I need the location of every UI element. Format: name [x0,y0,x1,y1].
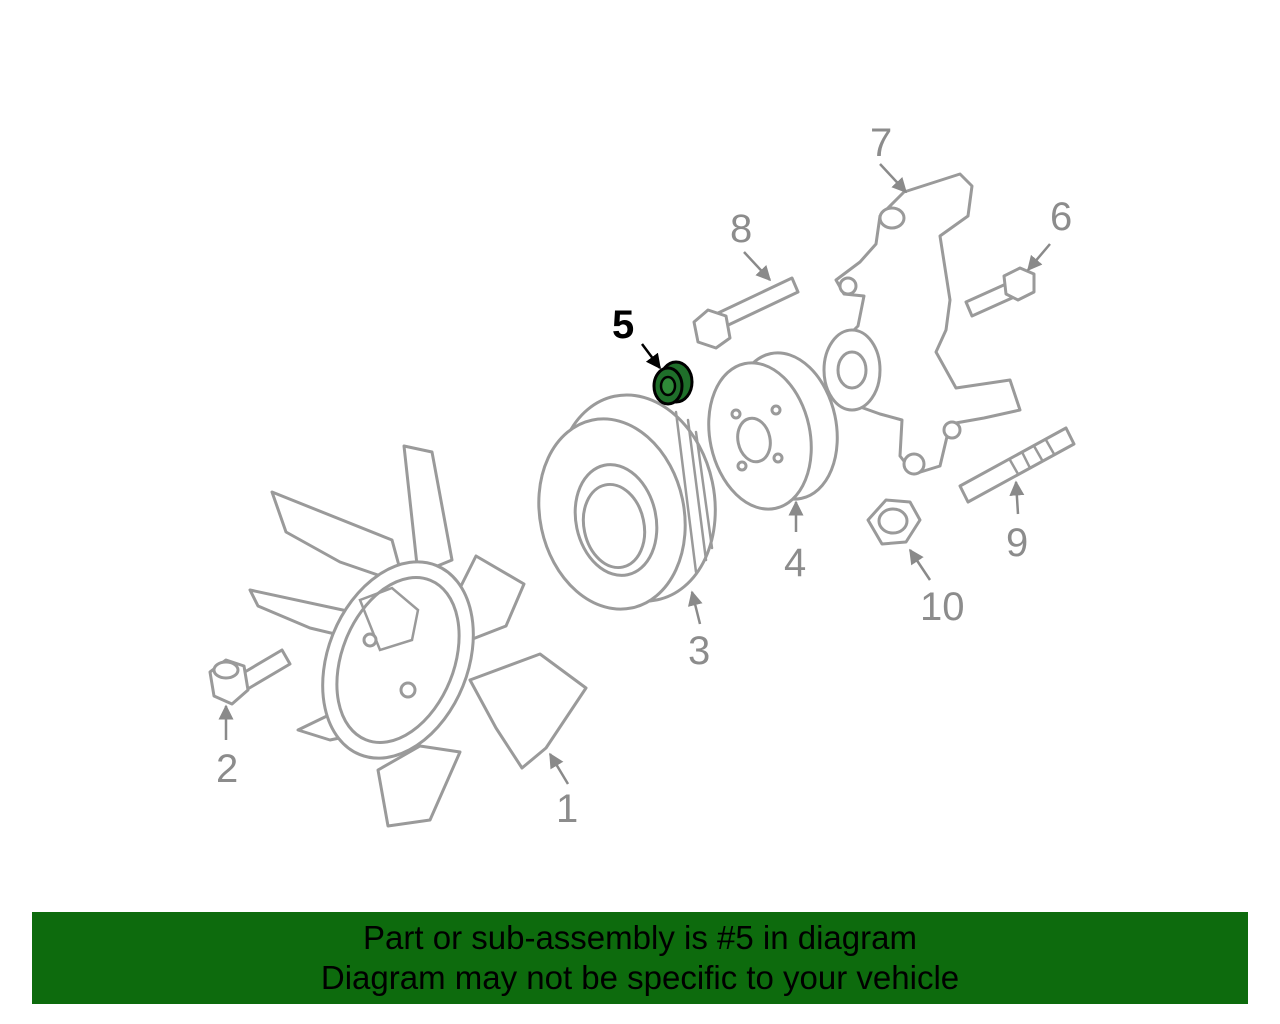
callout-2: 2 [216,747,238,791]
callout-4: 4 [784,541,806,585]
banner-line-part-number: Part or sub-assembly is #5 in diagram [363,919,917,956]
leader-lines [218,163,1051,785]
seal-part-highlighted [652,360,694,406]
bracket-part [822,172,1022,476]
callout-3: 3 [688,629,710,673]
stud-part [958,426,1076,504]
bolt-part-6 [964,266,1036,318]
banner-line-disclaimer: Diagram may not be specific to your vehi… [320,959,960,996]
info-banner: Part or sub-assembly is #5 in diagram Di… [32,912,1248,1004]
callout-8: 8 [730,207,752,251]
callout-9: 9 [1006,521,1028,565]
bolt-part-2 [208,648,292,706]
pulley-part [707,351,839,511]
callout-5: 5 [612,303,634,347]
nut-part [866,498,922,546]
callout-6: 6 [1050,195,1072,239]
bolt-part-8 [692,276,800,350]
fan-blade-part [248,444,588,828]
callout-10: 10 [920,585,965,629]
callout-1: 1 [556,787,578,831]
callout-7: 7 [870,121,892,165]
fan-clutch-part [537,393,717,611]
